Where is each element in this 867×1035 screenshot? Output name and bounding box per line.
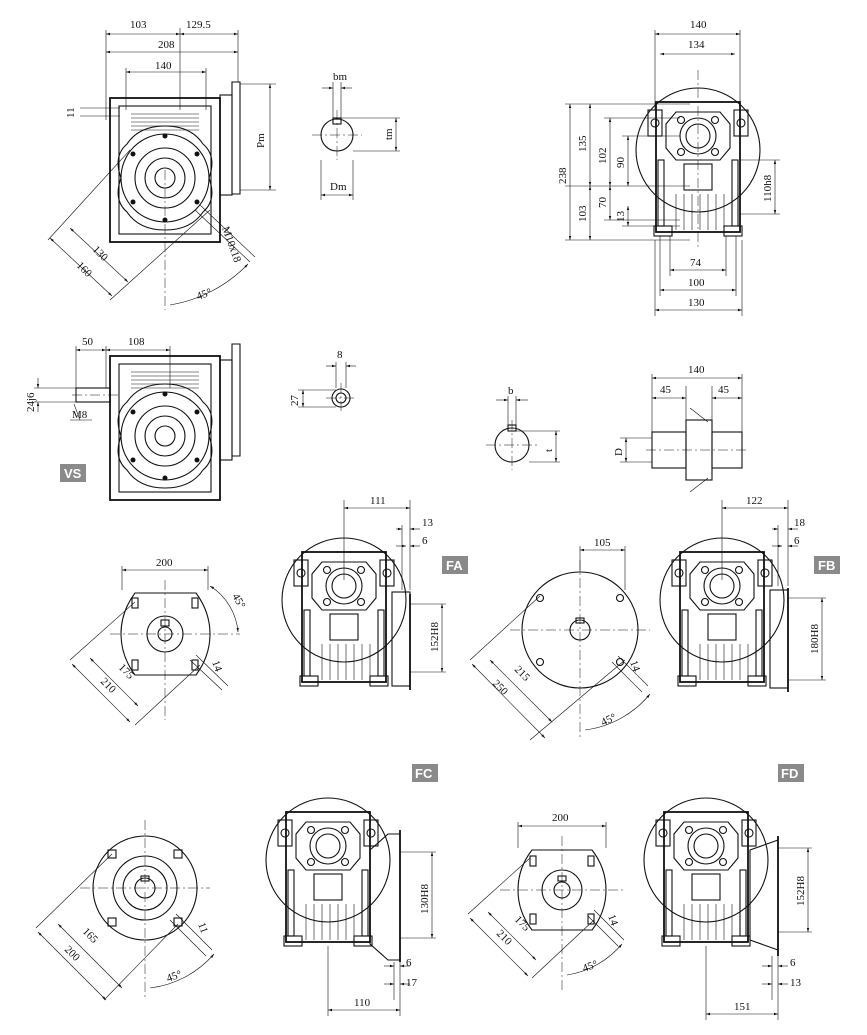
dim-14-fb: 14 — [627, 659, 642, 674]
dim-105: 105 — [594, 537, 611, 549]
dim-100: 100 — [688, 277, 705, 289]
dim-50: 50 — [82, 336, 94, 348]
dim-140-hs: 140 — [688, 364, 705, 376]
dim-14-fa: 14 — [209, 659, 224, 674]
dim-14-fd: 14 — [605, 913, 620, 928]
side-fa: 111 13 6 152H8 FA — [281, 495, 468, 690]
dim-74: 74 — [690, 257, 702, 269]
dim-11-fc: 11 — [195, 921, 210, 935]
dim-110-fc: 110 — [354, 997, 371, 1009]
badge-fc: FC — [415, 766, 433, 781]
dim-175-fd: 175 — [512, 914, 533, 935]
dim-27: 27 — [289, 395, 301, 407]
dim-70: 70 — [597, 197, 609, 209]
vs-view: 50 108 24j6 M8 VS — [25, 336, 241, 501]
dim-45deg-fd: 45° — [581, 958, 600, 975]
dim-13-fd: 13 — [790, 977, 802, 989]
dim-215: 215 — [512, 664, 533, 685]
dim-90: 90 — [615, 157, 627, 169]
dim-134: 134 — [688, 39, 705, 51]
top-right-view: 140 134 238 135 103 102 90 70 13 110h8 7… — [557, 19, 780, 316]
dim-140-tr: 140 — [690, 19, 707, 31]
dim-160: 160 — [74, 260, 95, 281]
side-fb: 122 18 6 180H8 FB — [659, 495, 840, 692]
badge-fd: FD — [781, 766, 798, 781]
dim-24j6: 24j6 — [25, 392, 37, 412]
dim-152h8-fa: 152H8 — [429, 622, 441, 652]
dim-45deg-fb: 45° — [599, 711, 618, 728]
badge-vs: VS — [64, 466, 82, 481]
dim-m8: M8 — [72, 409, 88, 421]
flange-fc: 165 200 11 45° — [35, 820, 215, 1001]
flange-fa: 200 45° 175 210 14 — [69, 557, 247, 726]
dim-111: 111 — [370, 495, 386, 507]
dim-130: 130 — [90, 244, 111, 265]
dim-6-fc: 6 — [406, 957, 412, 969]
dim-130-tr: 130 — [688, 297, 705, 309]
dim-180h8: 180H8 — [809, 624, 821, 654]
dim-200-fa: 200 — [156, 557, 173, 569]
dim-m10x18: M10x18 — [219, 225, 243, 265]
dim-208: 208 — [158, 39, 175, 51]
label-d: D — [613, 448, 625, 456]
badge-fb: FB — [818, 558, 835, 573]
dim-140: 140 — [155, 60, 172, 72]
dim-122: 122 — [746, 495, 763, 507]
dim-110h8: 110h8 — [762, 174, 774, 202]
label-t: t — [543, 449, 555, 452]
dim-200-fc: 200 — [62, 944, 83, 965]
label-bm: bm — [333, 71, 348, 83]
dim-108: 108 — [128, 336, 145, 348]
label-dm: Dm — [330, 181, 347, 193]
dim-18: 18 — [794, 517, 806, 529]
dim-6-fb: 6 — [794, 535, 800, 547]
side-fd: 152H8 6 13 151 FD — [643, 764, 812, 1020]
dim-103-tr: 103 — [577, 205, 589, 222]
dim-135: 135 — [577, 135, 589, 152]
dim-6-fa: 6 — [422, 535, 428, 547]
side-fc: 130H8 6 17 110 FC — [265, 764, 438, 1016]
label-tm: tm — [383, 128, 395, 140]
badge-fa: FA — [446, 558, 463, 573]
hollow-shaft-detail: 140 45 45 D — [613, 364, 748, 493]
dim-200-fd: 200 — [552, 812, 569, 824]
dim-102: 102 — [597, 148, 609, 165]
dim-129-5: 129.5 — [186, 19, 211, 31]
dim-45deg-fa: 45° — [229, 592, 247, 611]
dim-152h8-fd: 152H8 — [795, 876, 807, 906]
label-b: b — [508, 385, 514, 397]
dim-238: 238 — [557, 167, 569, 184]
dim-45-left: 45 — [660, 384, 672, 396]
dim-pm: Pm — [255, 133, 267, 148]
dim-175-fa: 175 — [116, 662, 137, 683]
dim-6-fd: 6 — [790, 957, 796, 969]
dim-13-fa: 13 — [422, 517, 434, 529]
top-left-view: 103 129.5 208 140 11 Pm 130 160 M10x18 4… — [47, 19, 276, 310]
flange-fd: 200 175 210 14 45° — [467, 812, 625, 990]
dim-103: 103 — [130, 19, 147, 31]
dim-45deg-fc: 45° — [165, 968, 184, 985]
dim-45-right: 45 — [718, 384, 730, 396]
dim-17: 17 — [406, 977, 418, 989]
flange-fb: 105 215 250 14 45° — [469, 537, 651, 741]
hollow-key-detail: b t — [486, 385, 560, 470]
shaft-key-detail: 8 27 — [289, 349, 356, 413]
dim-165: 165 — [80, 926, 101, 947]
key-bore-detail: bm tm Dm — [312, 71, 400, 200]
dim-8: 8 — [337, 349, 343, 361]
dim-151: 151 — [734, 1001, 751, 1013]
dim-45deg-tl: 45° — [195, 286, 214, 303]
dim-130h8: 130H8 — [419, 884, 431, 914]
dim-11: 11 — [65, 107, 77, 118]
dim-250: 250 — [490, 678, 511, 699]
dim-13-tr: 13 — [615, 211, 627, 223]
